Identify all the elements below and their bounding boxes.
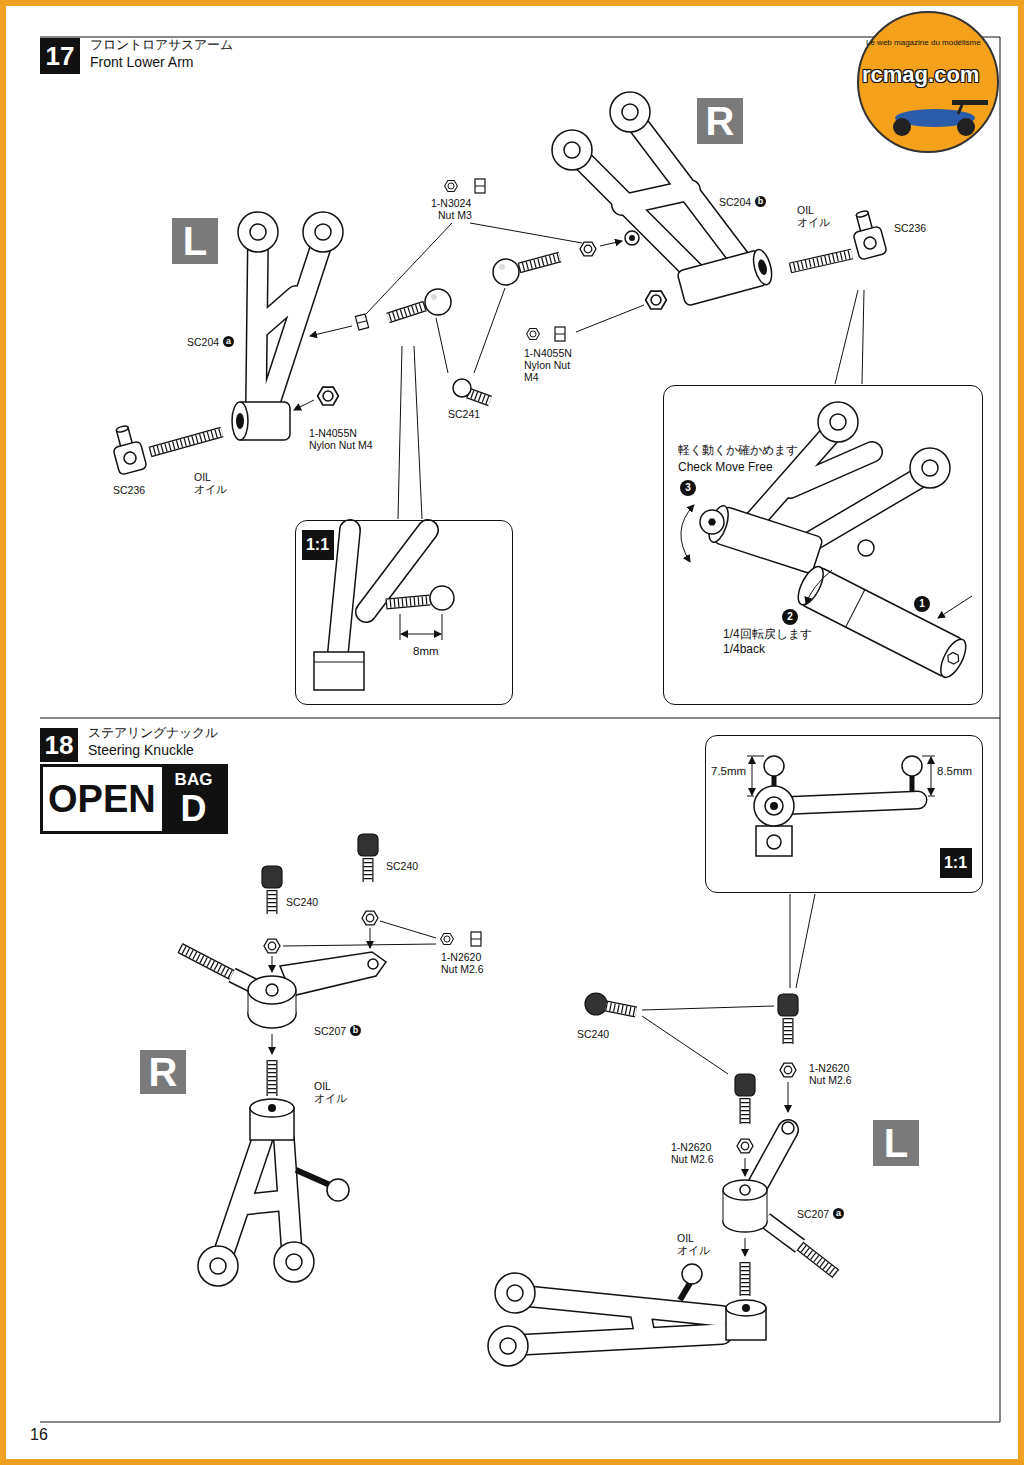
note: オイル	[313, 1092, 348, 1104]
open-bag-box: OPEN BAGD	[40, 764, 228, 834]
part-number: 1-N4055N	[308, 427, 358, 439]
instruction: Check Move Free	[678, 460, 773, 474]
step-title-jp: フロントロアサスアーム	[90, 36, 233, 54]
note: OIL	[676, 1232, 695, 1244]
side-marker: L	[172, 218, 218, 264]
step-number-box: 17フロントロアサスアームFront Lower Arm	[40, 38, 80, 74]
dimension: 8mm	[413, 645, 439, 657]
note: OIL	[313, 1080, 332, 1092]
step-number-box: 18ステアリングナックルSteering Knuckle	[40, 728, 78, 762]
callout-number: 2	[782, 609, 798, 625]
note: オイル	[676, 1244, 711, 1256]
side-letter: R	[697, 98, 743, 144]
step-title: Steering Knuckle	[88, 742, 194, 758]
side-letter: L	[172, 218, 218, 264]
side-marker: L	[873, 1120, 919, 1166]
step-title-jp: ステアリングナックル	[88, 724, 218, 742]
part-code: SC204	[718, 196, 752, 208]
part-code: SC204	[186, 336, 220, 348]
part-code: SC236	[893, 222, 927, 234]
part-code: SC236	[112, 484, 146, 496]
side-letter: R	[140, 1050, 186, 1094]
detail-callout: 7.5mm 8.5mm 1:1	[705, 735, 983, 893]
part-code: SC240	[285, 896, 319, 908]
scale-text: 1:1	[940, 848, 972, 878]
part-name: Nut M2.6	[440, 963, 485, 975]
variant-mark: b	[755, 196, 766, 207]
scale-badge: 1:1	[302, 530, 334, 560]
note: OIL	[796, 204, 815, 216]
note: オイル	[796, 216, 831, 228]
part-name: Nut M2.6	[808, 1074, 853, 1086]
callout-number: 3	[680, 480, 696, 496]
note: OIL	[193, 471, 212, 483]
detail-callout: 8mm 1:1	[295, 520, 513, 705]
side-marker: R	[140, 1050, 186, 1094]
scale-badge: 1:1	[940, 848, 972, 878]
part-code: SC207	[796, 1208, 830, 1220]
part-name: Nut M3	[437, 209, 473, 221]
part-code: SC241	[447, 408, 481, 420]
instruction: 1/4back	[723, 642, 765, 656]
part-name: M4	[523, 371, 540, 383]
bag-text: BAG	[162, 770, 225, 790]
part-code: SC240	[576, 1028, 610, 1040]
note: オイル	[193, 483, 228, 495]
detail-callout: 軽く動くか確かめますCheck Move Free 1/4回転戻します1/4bac…	[663, 385, 983, 705]
step-number: 17	[40, 38, 80, 74]
variant-mark: b	[350, 1025, 361, 1036]
bag-letter: D	[162, 791, 225, 827]
part-code: SC207	[313, 1025, 347, 1037]
dimension: 7.5mm	[711, 765, 746, 777]
variant-mark: a	[833, 1208, 844, 1219]
side-marker: R	[697, 98, 743, 144]
part-name: Nut M2.6	[670, 1153, 715, 1165]
instruction-jp: 軽く動くか確かめます	[678, 442, 798, 459]
part-number: 1-N2620	[808, 1062, 850, 1074]
step-number: 18	[40, 728, 78, 762]
part-name: Nylon Nut M4	[308, 439, 374, 451]
dimension: 8.5mm	[937, 765, 972, 777]
scale-text: 1:1	[302, 530, 334, 560]
watermark: rcmag.com	[862, 62, 979, 88]
step-title: Front Lower Arm	[90, 54, 193, 70]
side-letter: L	[873, 1120, 919, 1166]
part-number: 1-N2620	[670, 1141, 712, 1153]
part-code: SC240	[385, 860, 419, 872]
page-number: 16	[30, 1426, 48, 1444]
part-name: Nylon Nut	[523, 359, 571, 371]
variant-mark: a	[223, 336, 234, 347]
part-number: 1-N3024	[430, 197, 472, 209]
callout-number: 1	[914, 596, 930, 612]
instruction-jp: 1/4回転戻します	[723, 626, 812, 643]
watermark: Le web magazine du modélisme	[866, 38, 981, 47]
open-text: OPEN	[48, 780, 156, 818]
part-number: 1-N2620	[440, 951, 482, 963]
part-number: 1-N4055N	[523, 347, 573, 359]
